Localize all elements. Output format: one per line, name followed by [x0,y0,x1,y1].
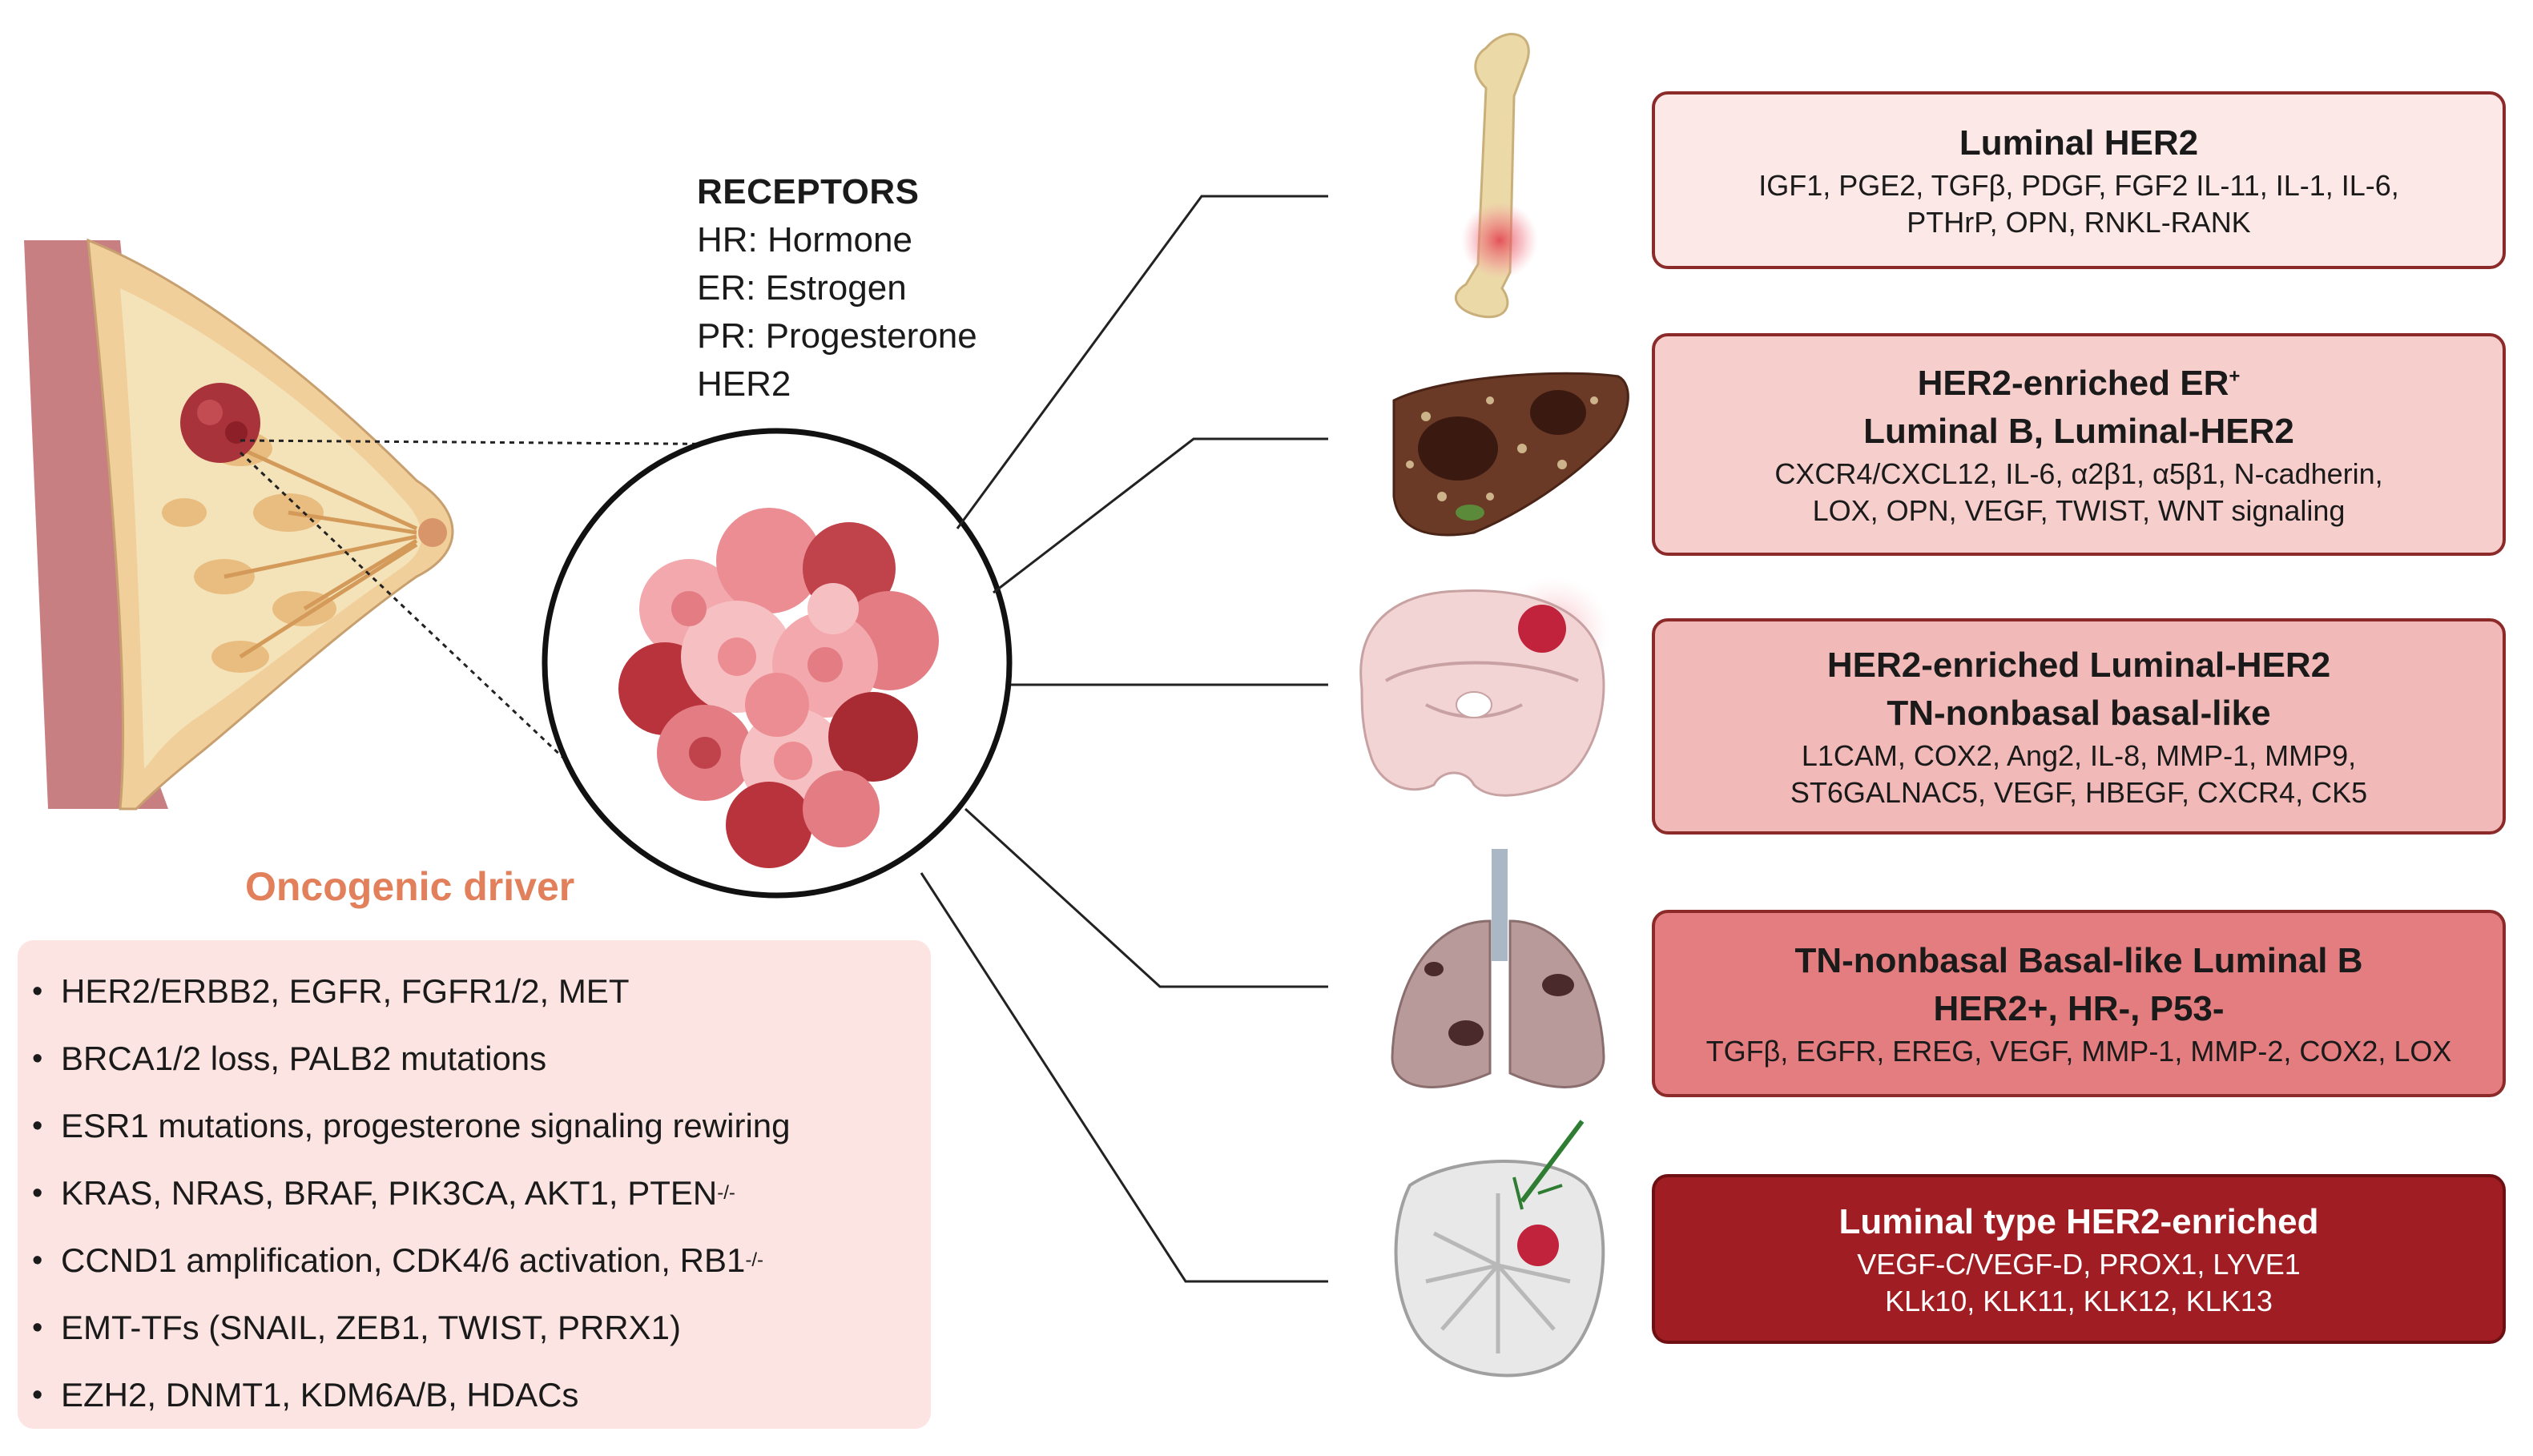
lymph-genes-line: KLk10, KLK11, KLK12, KLK13 [1885,1285,2273,1317]
lung-metastasis-box: TN-nonbasal Basal-like Luminal B HER2+, … [1652,910,2506,1097]
driver-item: • ESR1 mutations, progesterone signaling … [32,1092,931,1160]
brain-genes-line: ST6GALNAC5, VEGF, HBEGF, CXCR4, CK5 [1790,776,2368,809]
breast-tumor [180,383,260,463]
lung-subtype-title: TN-nonbasal Basal-like Luminal B [1794,941,2363,980]
liver-illustration [1392,372,1629,537]
nipple [418,518,447,547]
bone-genes-line: IGF1, PGE2, TGFβ, PDGF, FGF2 IL-11, IL-1… [1758,169,2399,202]
liver-title-superscript: + [2229,365,2241,388]
driver-item: • EMT-TFs (SNAIL, ZEB1, TWIST, PRRX1) [32,1294,931,1361]
bone-illustration [1455,33,1538,319]
zoom-line-bottom [239,451,610,802]
liver-subtype-title: HER2-enriched ER+ [1918,360,2241,408]
bullet-icon: • [32,1244,43,1277]
bullet-icon: • [32,1042,43,1076]
connector-bone [956,195,1328,529]
receptor-her2: HER2 [697,364,791,404]
brain-subtype-title: HER2-enriched Luminal-HER2 [1826,646,2331,685]
lymph-node-illustration [1394,1120,1605,1378]
connector-lymph [920,872,1328,1283]
receptors-title: RECEPTORS [697,172,920,211]
bone-metastasis-box: Luminal HER2 IGF1, PGE2, TGFβ, PDGF, FGF… [1652,91,2506,269]
cluster-cells [618,508,939,868]
receptors-legend: RECEPTORS HR: Hormone ER: Estrogen PR: P… [697,168,1065,408]
bullet-icon: • [32,1176,43,1210]
liver-title-text: HER2-enriched ER [1917,364,2229,403]
ducts [224,446,418,659]
breast-illustration [24,238,454,810]
brain-illustration [1359,577,1610,797]
receptor-hr: HR: Hormone [697,220,912,259]
bone-subtype-title: Luminal HER2 [1959,123,2199,163]
connector-lines [920,195,1328,1283]
driver-item-text: CCND1 amplification, CDK4/6 activation, … [61,1241,746,1279]
driver-item: • EZH2, DNMT1, KDM6A/B, HDACs [32,1361,931,1429]
lung-subtype-title: HER2+, HR-, P53- [1933,989,2225,1028]
lymph-subtype-title: Luminal type HER2-enriched [1838,1202,2319,1241]
lung-genes-line: TGFβ, EGFR, EREG, VEGF, MMP-1, MMP-2, CO… [1705,1035,2452,1068]
receptor-er: ER: Estrogen [697,268,907,308]
lymph-node-metastasis-box: Luminal type HER2-enriched VEGF-C/VEGF-D… [1652,1174,2506,1344]
driver-item: • HER2/ERBB2, EGFR, FGFR1/2, MET [32,958,931,1025]
liver-metastasis-box: HER2-enriched ER+ Luminal B, Luminal-HER… [1652,333,2506,556]
driver-item-text: HER2/ERBB2, EGFR, FGFR1/2, MET [61,972,630,1010]
oncogenic-driver-box: • HER2/ERBB2, EGFR, FGFR1/2, MET • BRCA1/2… [18,940,931,1429]
brain-genes-line: L1CAM, COX2, Ang2, IL-8, MMP-1, MMP9, [1801,739,2357,772]
lung-illustration [1391,849,1605,1088]
brain-subtype-title: TN-nonbasal basal-like [1887,694,2271,733]
driver-item-text: ESR1 mutations, progesterone signaling r… [61,1107,791,1144]
bullet-icon: • [32,1109,43,1143]
bone-genes-line: PTHrP, OPN, RNKL-RANK [1907,206,2251,239]
liver-subtype-title: Luminal B, Luminal-HER2 [1863,412,2294,451]
driver-item-text: BRCA1/2 loss, PALB2 mutations [61,1040,547,1077]
connector-lung [964,807,1328,988]
bullet-icon: • [32,1311,43,1345]
tumor-cluster [542,428,1013,899]
bullet-icon: • [32,1378,43,1412]
lymph-genes-line: VEGF-C/VEGF-D, PROX1, LYVE1 [1857,1248,2301,1281]
oncogenic-driver-list: • HER2/ERBB2, EGFR, FGFR1/2, MET • BRCA1/2… [18,940,931,1429]
driver-item: • BRCA1/2 loss, PALB2 mutations [32,1025,931,1092]
zoom-line-top [240,439,770,446]
receptor-pr: PR: Progesterone [697,316,977,356]
driver-item-text: KRAS, NRAS, BRAF, PIK3CA, AKT1, PTEN [61,1174,718,1212]
bullet-icon: • [32,975,43,1008]
driver-item-text: EMT-TFs (SNAIL, ZEB1, TWIST, PRRX1) [61,1309,681,1346]
connector-liver [993,437,1328,594]
driver-item: • CCND1 amplification, CDK4/6 activation,… [32,1241,763,1279]
oncogenic-driver-title: Oncogenic driver [245,864,575,909]
driver-item: •KRAS, NRAS, BRAF, PIK3CA, AKT1, PTEN-/- [32,1174,735,1212]
liver-genes-line: LOX, OPN, VEGF, TWIST, WNT signaling [1812,494,2346,527]
liver-genes-line: CXCR4/CXCL12, IL-6, α2β1, α5β1, N-cadher… [1774,457,2383,490]
brain-metastasis-box: HER2-enriched Luminal-HER2 TN-nonbasal b… [1652,618,2506,835]
driver-item-text: EZH2, DNMT1, KDM6A/B, HDACs [61,1376,579,1414]
